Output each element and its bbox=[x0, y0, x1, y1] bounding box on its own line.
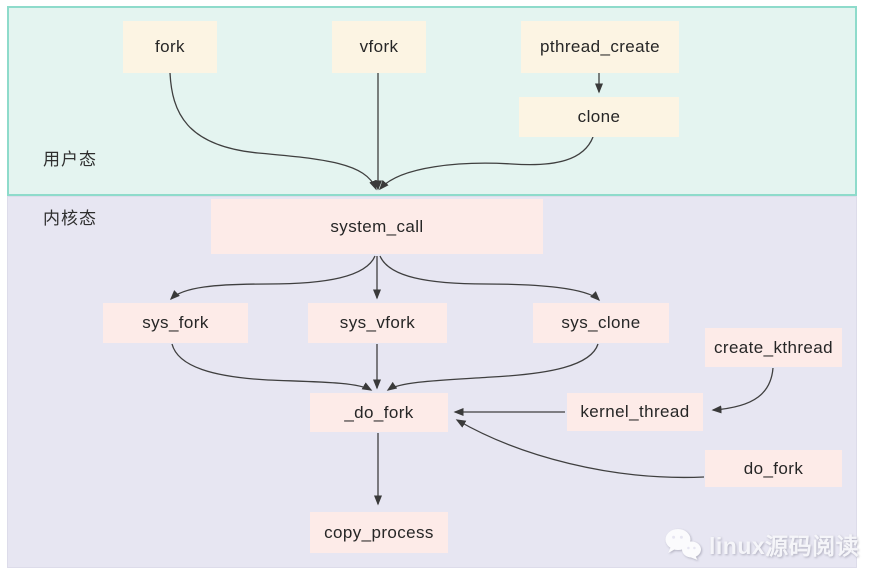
edge-do_fork-to-_do_fork bbox=[455, 419, 705, 479]
edge-sys_clone-to-_do_fork bbox=[386, 343, 599, 391]
edge-create_kthread-to-kernel_thread bbox=[711, 367, 774, 414]
edge-fork-to-system_call bbox=[169, 72, 377, 191]
node-system-call: system_call bbox=[211, 199, 543, 254]
edge-clone-to-system_call bbox=[379, 136, 594, 191]
node-pthread-create: pthread_create bbox=[521, 21, 679, 73]
node--do-fork: _do_fork bbox=[310, 393, 448, 432]
node-clone: clone bbox=[519, 97, 679, 137]
node-sys-vfork: sys_vfork bbox=[308, 303, 447, 343]
watermark: linux源码阅读 bbox=[664, 520, 860, 568]
user-mode-label: 用户态 bbox=[43, 150, 97, 169]
node-kernel-thread: kernel_thread bbox=[567, 393, 703, 431]
node-do-fork: do_fork bbox=[705, 450, 842, 487]
node-vfork: vfork bbox=[332, 21, 426, 73]
node-copy-process: copy_process bbox=[310, 512, 448, 553]
wechat-icon bbox=[665, 529, 701, 560]
watermark-text: linux源码阅读 bbox=[709, 533, 860, 559]
edge-system_call-to-sys_clone bbox=[379, 255, 601, 302]
kernel-mode-region bbox=[7, 196, 857, 568]
node-fork: fork bbox=[123, 21, 217, 73]
node-sys-fork: sys_fork bbox=[103, 303, 248, 343]
edge-system_call-to-sys_fork bbox=[169, 255, 376, 301]
node-sys-clone: sys_clone bbox=[533, 303, 669, 343]
edge-sys_fork-to-_do_fork bbox=[171, 343, 373, 391]
kernel-mode-label: 内核态 bbox=[43, 209, 97, 228]
node-create-kthread: create_kthread bbox=[705, 328, 842, 367]
